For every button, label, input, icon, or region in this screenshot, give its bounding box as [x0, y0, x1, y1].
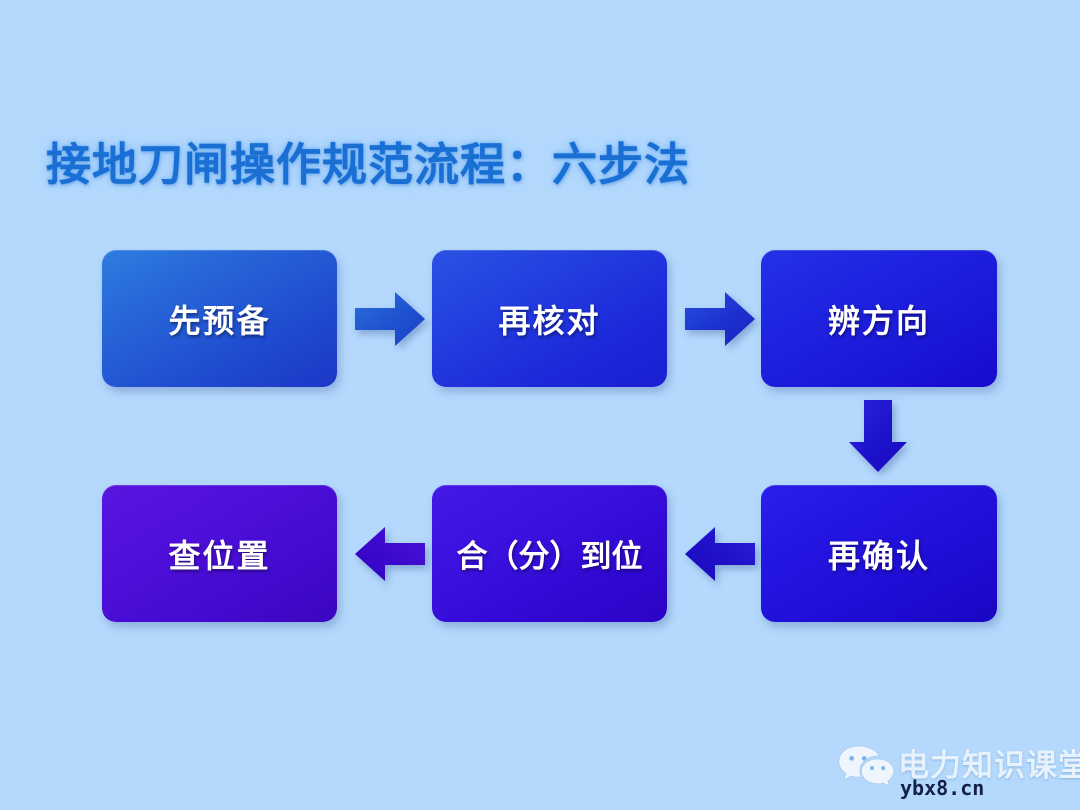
flow-step-3[interactable]: 辨方向: [761, 250, 997, 387]
flow-step-1-label: 先预备: [168, 302, 271, 339]
flow-step-6[interactable]: 查位置: [102, 485, 337, 622]
flow-step-4[interactable]: 再确认: [761, 485, 997, 622]
connector-4-arrow-left-icon: [685, 525, 755, 583]
flow-step-2[interactable]: 再核对: [432, 250, 667, 387]
flow-step-5[interactable]: 合（分）到位: [432, 485, 667, 622]
wechat-icon: [838, 744, 896, 790]
page-title: 接地刀闸操作规范流程：六步法: [46, 139, 691, 190]
flow-step-2-label: 再核对: [498, 302, 601, 339]
connector-2-arrow-right-icon: [685, 290, 755, 348]
flow-step-6-label: 查位置: [168, 537, 271, 574]
watermark-url: ybx8.cn: [900, 776, 985, 800]
flow-step-3-label: 辨方向: [827, 302, 930, 339]
connector-1-arrow-right-icon: [355, 290, 425, 348]
flow-step-1[interactable]: 先预备: [102, 250, 337, 387]
flow-step-4-label: 再确认: [827, 537, 930, 574]
watermark: 电力知识课堂 ybx8.cn: [838, 740, 1080, 802]
watermark-account-name: 电力知识课堂: [898, 748, 1080, 783]
connector-5-arrow-left-icon: [355, 525, 425, 583]
flow-step-5-label: 合（分）到位: [456, 539, 643, 574]
connector-3-arrow-down-icon: [848, 400, 908, 472]
